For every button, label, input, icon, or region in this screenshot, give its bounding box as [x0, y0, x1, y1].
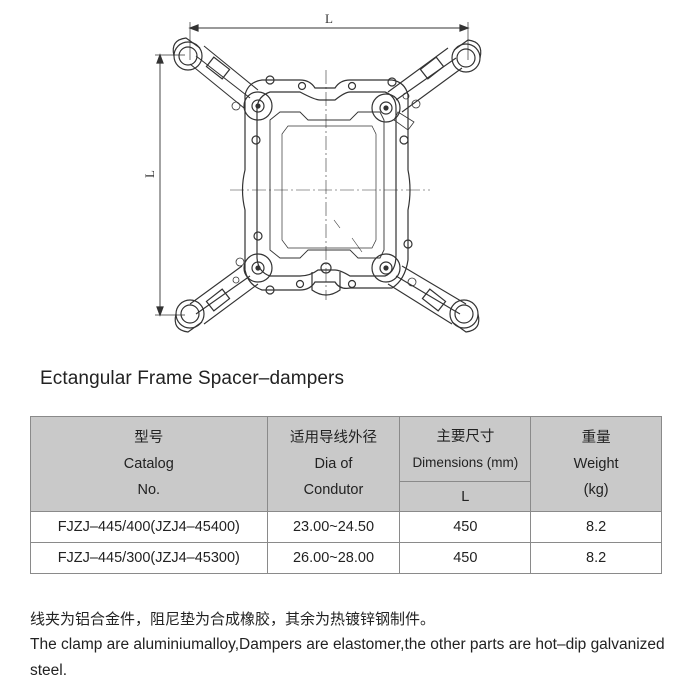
- table-header-row: 型号 Catalog No. 适用导线外径 Dia of Condutor 主要…: [30, 415, 662, 512]
- cell-dia: 23.00~24.50: [266, 511, 401, 543]
- note-chinese: 线夹为铝合金件，阻尼垫为合成橡胶，其余为热镀锌钢制件。: [30, 610, 436, 628]
- cell-catalog: FJZJ–445/400(JZJ4–45400): [30, 511, 268, 543]
- cell-weight: 8.2: [530, 542, 662, 574]
- dimension-label-top: L: [325, 11, 333, 26]
- spec-table: 型号 Catalog No. 适用导线外径 Dia of Condutor 主要…: [30, 415, 662, 574]
- table-row: FJZJ–445/400(JZJ4–45400) 23.00~24.50 450…: [30, 511, 662, 543]
- table-subheader-row: L: [31, 481, 662, 512]
- dimension-label-left: L: [142, 170, 157, 178]
- cell-weight: 8.2: [530, 511, 662, 543]
- header-dimensions: 主要尺寸 Dimensions (mm): [399, 415, 532, 483]
- header-weight: 重量 Weight (kg): [530, 416, 662, 512]
- cell-length: 450: [399, 511, 532, 543]
- cell-length: 450: [399, 542, 532, 574]
- table-row: FJZJ–445/300(JZJ4–45300) 26.00~28.00 450…: [30, 542, 662, 574]
- header-dimension-l: L: [399, 481, 532, 512]
- spacer-damper-drawing: L L: [142, 11, 482, 333]
- header-catalog: 型号 Catalog No.: [30, 416, 268, 512]
- cell-catalog: FJZJ–445/300(JZJ4–45300): [30, 542, 268, 574]
- cell-dia: 26.00~28.00: [266, 542, 401, 574]
- note-english: The clamp are aluminiumalloy,Dampers are…: [30, 636, 665, 679]
- header-dia: 适用导线外径 Dia of Condutor: [266, 416, 401, 512]
- product-title: Ectangular Frame Spacer–dampers: [40, 368, 345, 389]
